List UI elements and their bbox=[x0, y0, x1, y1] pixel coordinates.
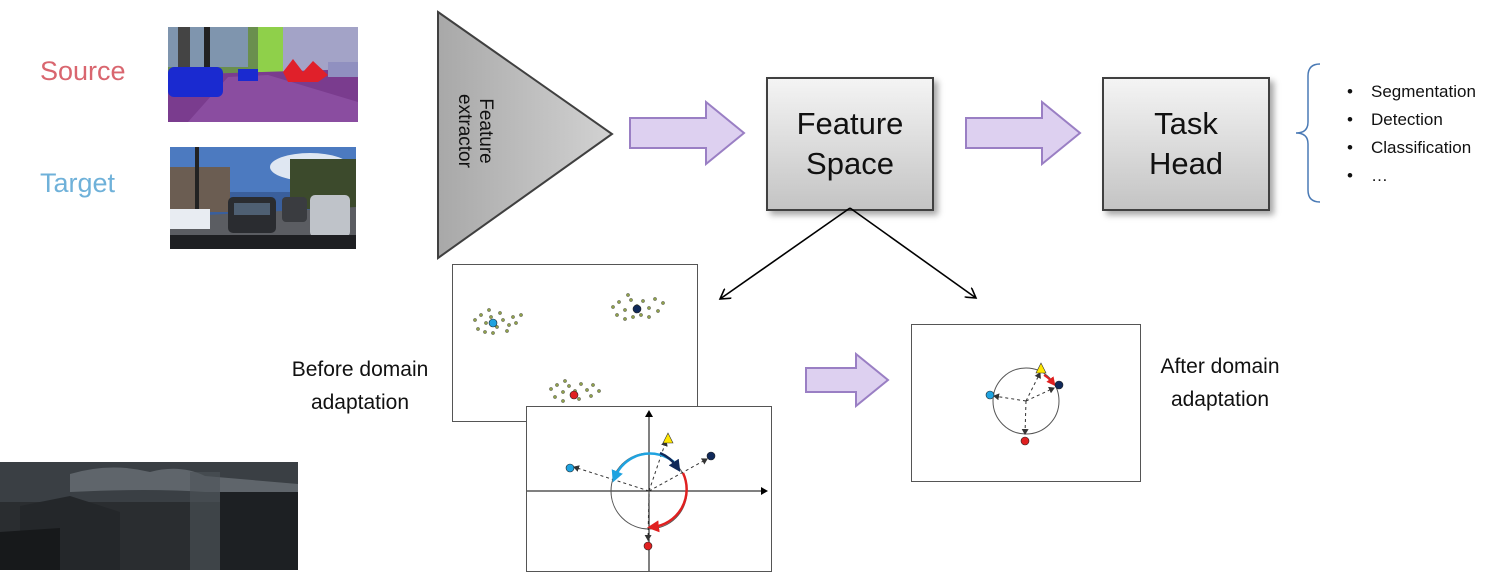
feature-extractor-triangle bbox=[437, 10, 614, 260]
after-caption-line2: adaptation bbox=[1170, 388, 1270, 411]
before-caption-line2: adaptation bbox=[310, 391, 410, 414]
angular-alignment-diagram bbox=[527, 410, 768, 571]
arrow-to-task-head bbox=[965, 100, 1082, 166]
task-head-box: Task Head bbox=[1102, 77, 1270, 211]
before-adaptation-caption: Before domain adaptation bbox=[270, 353, 450, 419]
feature-space-box: Feature Space bbox=[766, 77, 934, 211]
arrow-before-to-after bbox=[805, 352, 890, 408]
after-caption-line1: After domain bbox=[1160, 355, 1280, 378]
source-segmentation-image bbox=[168, 27, 358, 122]
feature-space-line2: Space bbox=[806, 146, 894, 181]
task-item-segmentation: Segmentation bbox=[1347, 78, 1476, 106]
target-street-image bbox=[170, 147, 356, 249]
task-list: Segmentation Detection Classification … bbox=[1347, 78, 1476, 190]
dark-scene-image bbox=[0, 462, 298, 570]
source-label: Source bbox=[40, 56, 126, 86]
after-alignment-diagram bbox=[985, 362, 1064, 446]
after-adaptation-caption: After domain adaptation bbox=[1140, 350, 1300, 416]
before-clusters bbox=[473, 293, 665, 403]
feature-extractor-label: Feature extractor bbox=[454, 56, 496, 206]
target-label: Target bbox=[40, 168, 116, 198]
task-item-detection: Detection bbox=[1347, 106, 1476, 134]
task-item-classification: Classification bbox=[1347, 134, 1476, 162]
before-caption-line1: Before domain bbox=[291, 358, 429, 381]
feature-space-line1: Feature bbox=[796, 106, 904, 141]
feature-extractor-line2: extractor bbox=[454, 94, 475, 168]
split-arrows bbox=[700, 207, 1000, 315]
task-item-more: … bbox=[1347, 162, 1476, 190]
before-adaptation-panel bbox=[452, 264, 698, 422]
task-bracket bbox=[1295, 63, 1321, 203]
angular-alignment-panel bbox=[526, 406, 772, 572]
feature-extractor-line1: Feature bbox=[475, 98, 496, 164]
task-head-line1: Task bbox=[1154, 106, 1218, 141]
arrow-to-feature-space bbox=[629, 100, 746, 166]
after-adaptation-panel bbox=[911, 324, 1141, 482]
task-head-line2: Head bbox=[1148, 146, 1224, 181]
